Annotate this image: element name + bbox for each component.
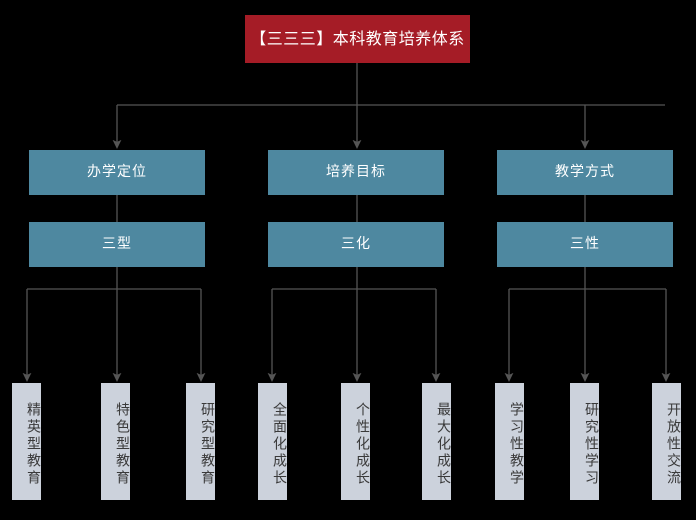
- connector-group-3-fanout: [504, 267, 671, 382]
- connector-group-1-fanout: [22, 267, 206, 382]
- level1-node-peiyang-mubiao[interactable]: 培养目标: [268, 150, 444, 195]
- leaf-node-8[interactable]: 研究性学习: [570, 383, 599, 500]
- leaf-node-1[interactable]: 精英型教育: [12, 383, 41, 500]
- leaf-node-5[interactable]: 个性化成长: [341, 383, 370, 500]
- connector-level1-to-level2: [116, 195, 586, 222]
- leaf-node-4[interactable]: 全面化成长: [258, 383, 287, 500]
- level1-node-banxue-dingwei[interactable]: 办学定位: [29, 150, 205, 195]
- leaf-node-2[interactable]: 特色型教育: [101, 383, 130, 500]
- level1-node-jiaoxue-fangshi[interactable]: 教学方式: [497, 150, 673, 195]
- level2-node-sanxing2[interactable]: 三性: [497, 222, 673, 267]
- leaf-node-9[interactable]: 开放性交流: [652, 383, 681, 500]
- connector-root-to-level1: [112, 63, 665, 149]
- connector-group-2-fanout: [267, 267, 441, 382]
- leaf-node-3[interactable]: 研究型教育: [186, 383, 215, 500]
- level2-node-sanxing[interactable]: 三型: [29, 222, 205, 267]
- level2-node-sanhua[interactable]: 三化: [268, 222, 444, 267]
- leaf-node-6[interactable]: 最大化成长: [422, 383, 451, 500]
- root-node[interactable]: 【三三三】本科教育培养体系: [245, 15, 470, 63]
- leaf-node-7[interactable]: 学习性教学: [495, 383, 524, 500]
